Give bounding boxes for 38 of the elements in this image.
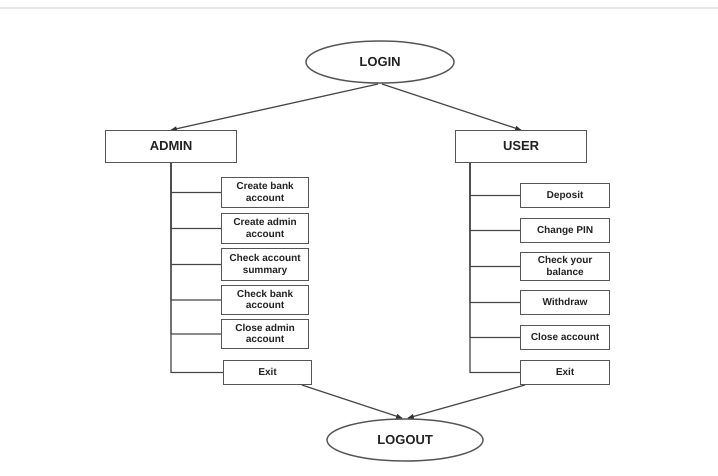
node-label: LOGIN	[359, 54, 401, 70]
arrow	[407, 384, 526, 419]
process-box	[520, 252, 610, 281]
node-label: Create bank account	[235, 181, 295, 204]
terminal-ellipse	[305, 40, 455, 84]
node-label: Change PIN	[536, 224, 594, 236]
process-box	[221, 319, 309, 349]
process-box	[455, 130, 587, 163]
process-box	[221, 285, 309, 315]
connector-line	[170, 163, 223, 374]
arrow	[170, 83, 378, 132]
node-label: Create admin account	[232, 217, 298, 240]
process-box	[520, 218, 610, 243]
terminal-ellipse	[326, 418, 484, 462]
process-box	[221, 213, 309, 244]
connector-line	[469, 163, 520, 374]
node-label: Check your balance	[536, 255, 594, 278]
process-box	[221, 248, 309, 281]
arrow	[302, 384, 403, 419]
process-box	[520, 360, 610, 385]
process-box	[223, 360, 312, 385]
node-label: Check bank account	[236, 288, 294, 312]
node-label: Close admin account	[234, 322, 296, 346]
process-box	[105, 130, 237, 163]
node-label: Exit	[556, 366, 574, 378]
arrow	[382, 83, 522, 131]
node-label: Deposit	[546, 190, 584, 202]
process-box	[520, 290, 610, 315]
node-label: Withdraw	[542, 296, 588, 308]
node-label: LOGOUT	[377, 432, 433, 448]
process-box	[221, 177, 309, 208]
node-label: Exit	[258, 366, 277, 378]
node-label: Close account	[530, 332, 600, 344]
node-label: USER	[502, 139, 540, 154]
process-box	[520, 325, 610, 350]
node-label: Check account summary	[228, 253, 302, 276]
node-label: ADMIN	[150, 139, 192, 154]
process-box	[520, 183, 610, 208]
